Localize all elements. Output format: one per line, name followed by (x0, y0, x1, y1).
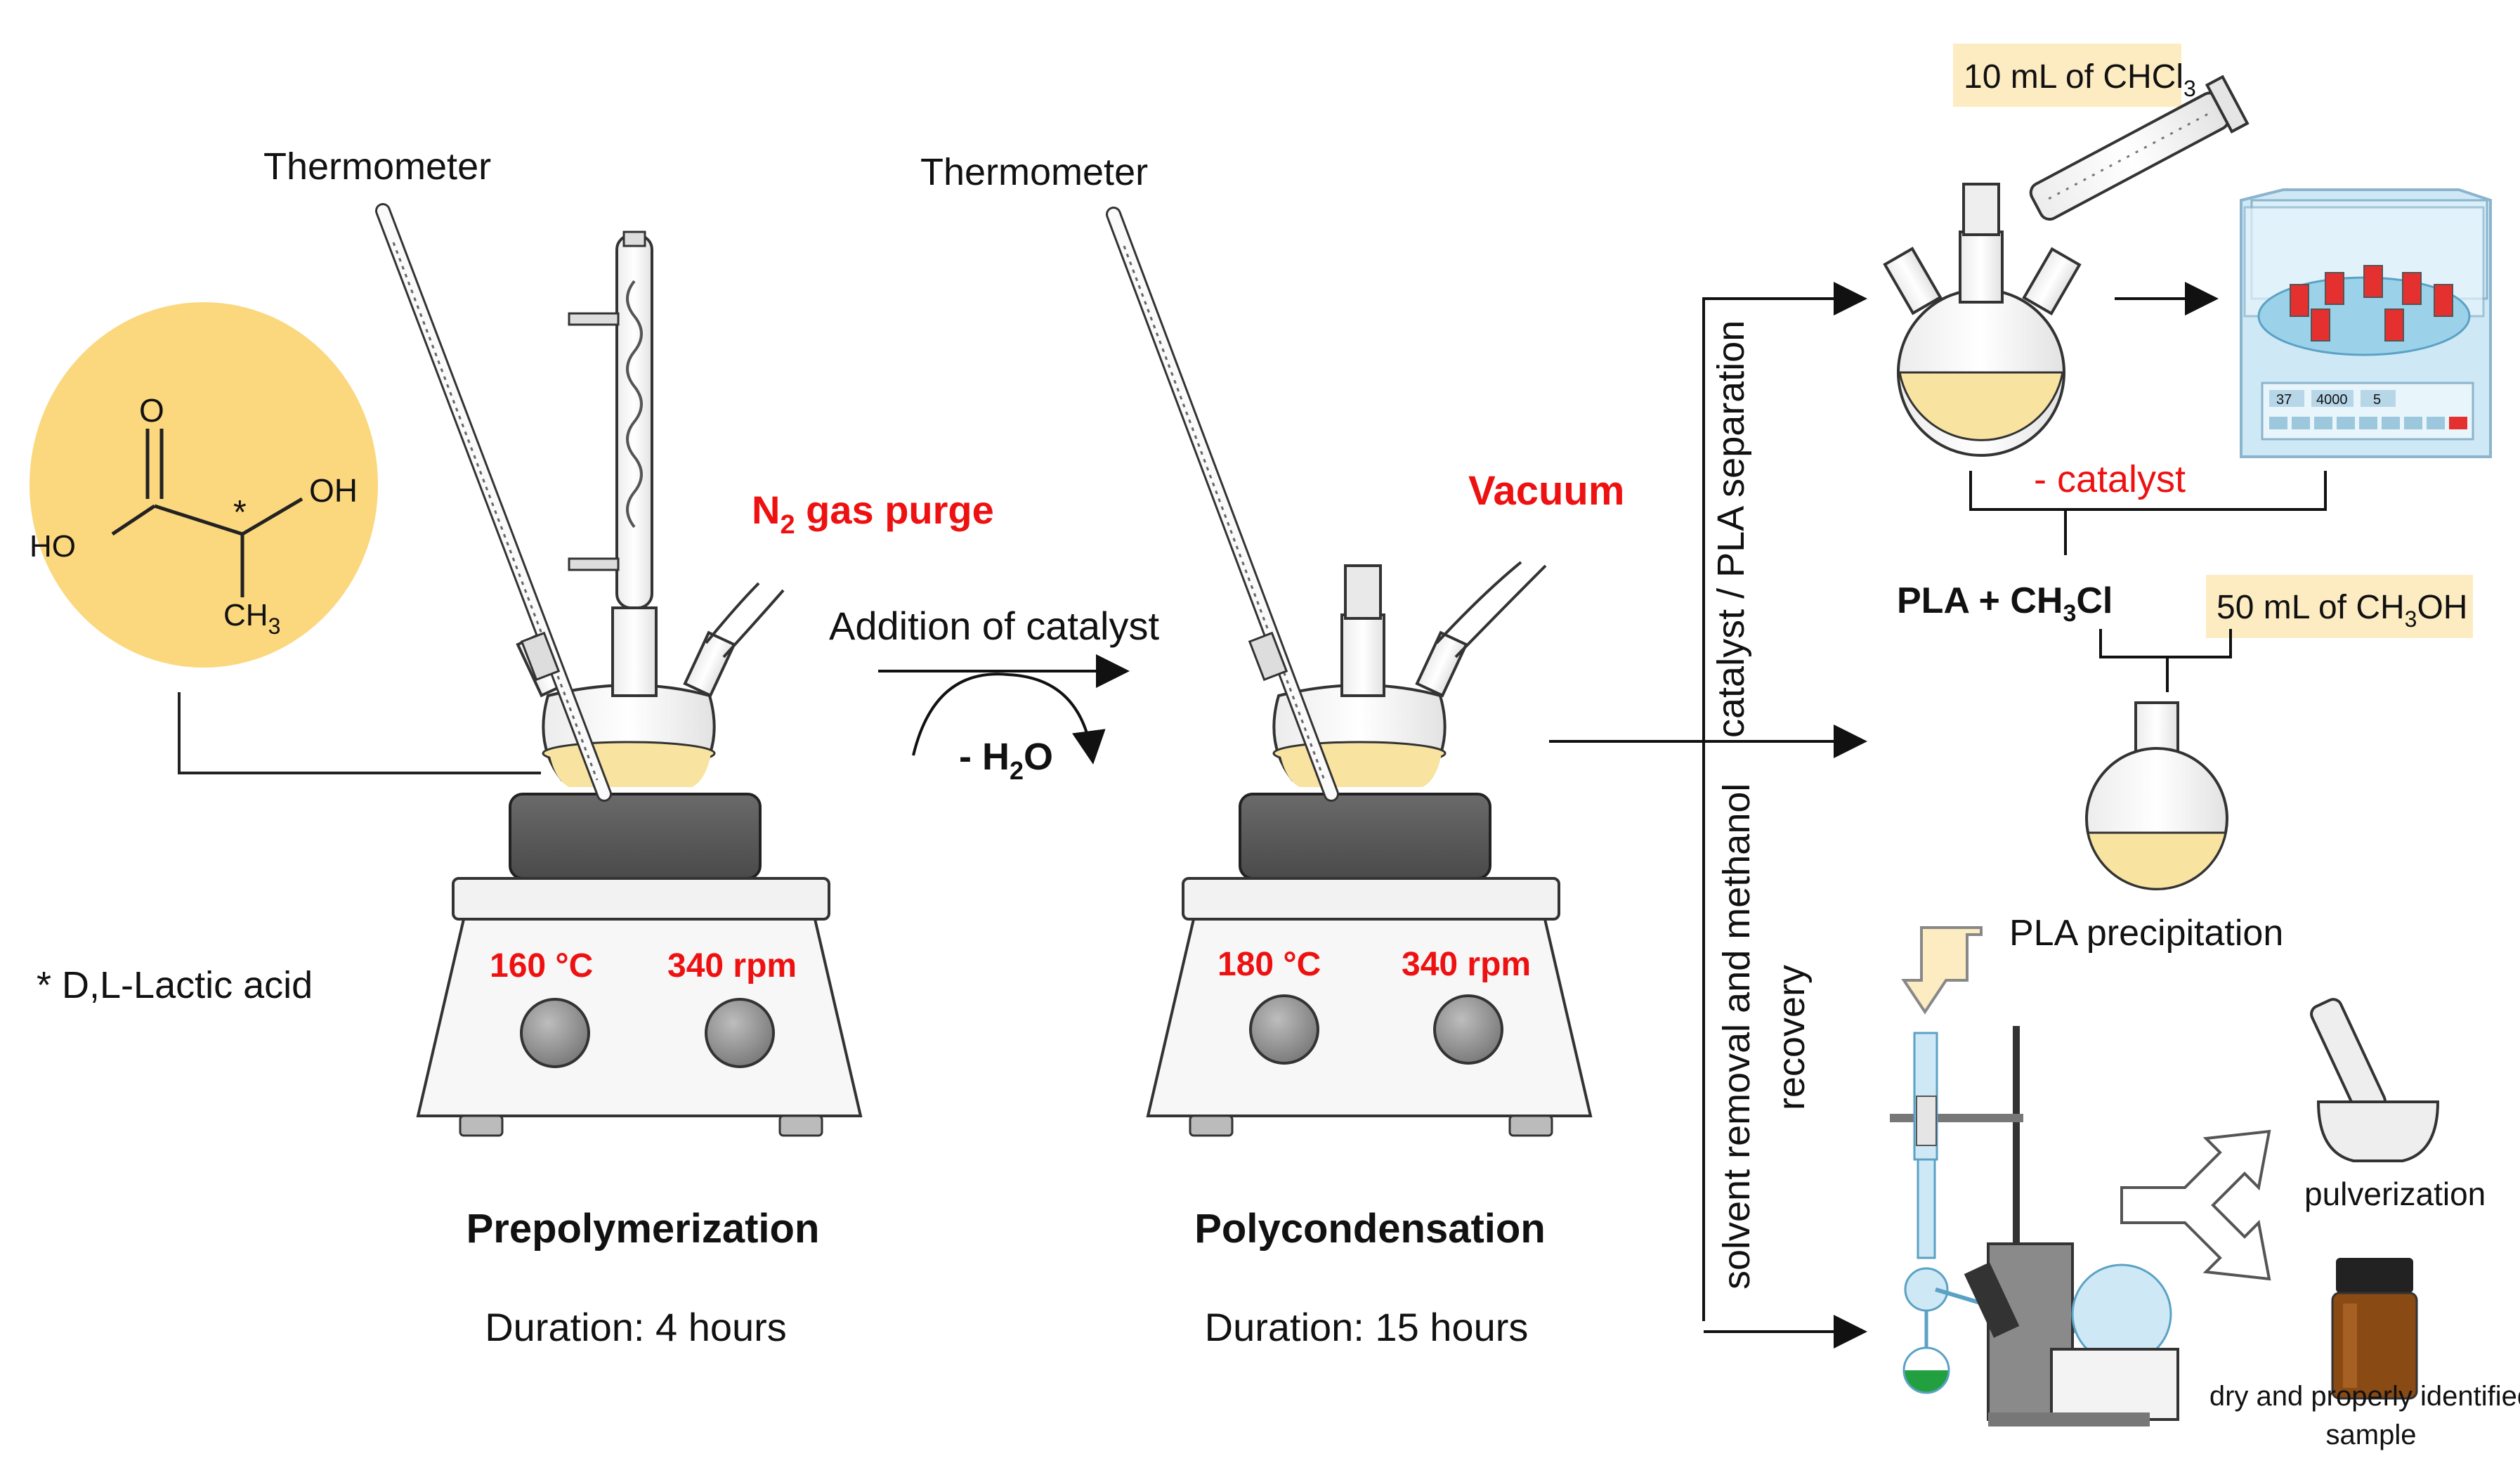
rotary-evaporator-section: pulverization dry and properly identifie… (1890, 926, 2520, 1450)
centrifuge-value-3: 5 (2373, 392, 2381, 408)
graduated-cylinder (2029, 74, 2250, 221)
molecule-ch3: CH3 (223, 598, 280, 639)
round-bottom-flask (2085, 701, 2228, 890)
workflow-branch: catalyst / PLA separation solvent remova… (1549, 282, 1867, 1349)
n2-gas-purge-label: N2 gas purge (752, 488, 994, 540)
thermometer-2 (1106, 207, 1339, 802)
pla-precipitation-label: PLA precipitation (2009, 913, 2283, 954)
water-removal-arrow (912, 672, 1106, 765)
split-hollow-arrow (2120, 1129, 2271, 1281)
molecule-o: O (139, 392, 164, 429)
methanol-bracket (2099, 629, 2232, 692)
molecule-background (30, 302, 378, 668)
chcl3-label: 10 mL of CHCl3 (1964, 58, 2196, 101)
catalyst-separation-label: catalyst / PLA separation (1710, 320, 1752, 738)
hotplate-1: 160 °C 340 rpm (416, 793, 863, 1137)
thermometer-1 (375, 203, 612, 802)
catalyst-separation-section: 10 mL of CHCl3 (1883, 44, 2492, 954)
solvent-removal-label: solvent removal and methanol (1716, 784, 1758, 1289)
step1-rpm: 340 rpm (667, 947, 797, 985)
vacuum-label: Vacuum (1468, 468, 1624, 514)
setup-prepolymerization: 160 °C 340 rpm Therm (263, 145, 994, 1349)
sample-label-line1: dry and properly identified (2209, 1381, 2520, 1412)
step2-duration: Duration: 15 hours (1205, 1305, 1529, 1349)
hotplate-2: 180 °C 340 rpm (1146, 793, 1593, 1137)
gas-tubing-1 (705, 582, 760, 644)
addition-of-catalyst-label: Addition of catalyst (829, 604, 1159, 648)
step1-temperature: 160 °C (490, 947, 593, 985)
step2-title: Polycondensation (1194, 1206, 1546, 1252)
step1-duration: Duration: 4 hours (485, 1305, 787, 1349)
centrifuge: 37 4000 5 (2240, 188, 2492, 458)
step2-temperature: 180 °C (1217, 946, 1321, 983)
speed-knob-2[interactable] (1433, 994, 1503, 1065)
methanol-label: 50 mL of CH3OH (2217, 589, 2467, 632)
lactic-acid-molecule: O OH HO * CH3 (30, 302, 378, 668)
rotary-evaporator (1890, 1026, 2179, 1427)
speed-knob-1[interactable] (705, 998, 775, 1068)
thermometer-label-2: Thermometer (920, 151, 1148, 193)
centrifuge-value-1: 37 (2276, 392, 2292, 408)
minus-catalyst-label: - catalyst (2034, 458, 2186, 500)
temperature-knob-2[interactable] (1249, 994, 1319, 1065)
molecule-oh: OH (309, 472, 358, 509)
water-removal-label: - H2O (959, 736, 1053, 785)
temperature-knob-1[interactable] (520, 998, 590, 1068)
mortar-and-pestle (2310, 998, 2440, 1162)
lactic-acid-note: * D,L-Lactic acid (37, 964, 313, 1006)
pla-ch3cl-label: PLA + CH3Cl (1897, 580, 2113, 627)
sample-label-line2: sample (2326, 1419, 2417, 1450)
setup-polycondensation: 180 °C 340 rpm Thermometer Vacuum Polyco… (920, 151, 1624, 1349)
centrifuge-stop-button[interactable] (2449, 417, 2467, 429)
three-neck-flask-2 (1272, 564, 1468, 787)
molecule-star: * (233, 494, 247, 531)
thermometer-label-1: Thermometer (263, 145, 491, 188)
three-neck-flask-3 (1883, 183, 2082, 457)
centrifuge-value-2: 4000 (2316, 392, 2348, 408)
reflux-condenser (568, 230, 653, 609)
collection-flask (1904, 1370, 1949, 1393)
pulverization-label: pulverization (2304, 1176, 2486, 1212)
hollow-down-arrow (1901, 926, 1983, 1015)
catalyst-addition-step: Addition of catalyst - H2O (829, 604, 1159, 785)
step2-rpm: 340 rpm (1402, 946, 1531, 983)
methanol-box (2206, 575, 2473, 638)
molecule-ho: HO (30, 529, 76, 564)
chcl3-box (1953, 44, 2181, 107)
vacuum-tubing (1435, 561, 1522, 644)
solvent-removal-label-cont: recovery (1770, 965, 1813, 1110)
sample-vial (2331, 1258, 2418, 1400)
catalyst-bracket (1969, 471, 2327, 555)
step1-title: Prepolymerization (466, 1206, 820, 1252)
molecule-connector (178, 692, 541, 774)
